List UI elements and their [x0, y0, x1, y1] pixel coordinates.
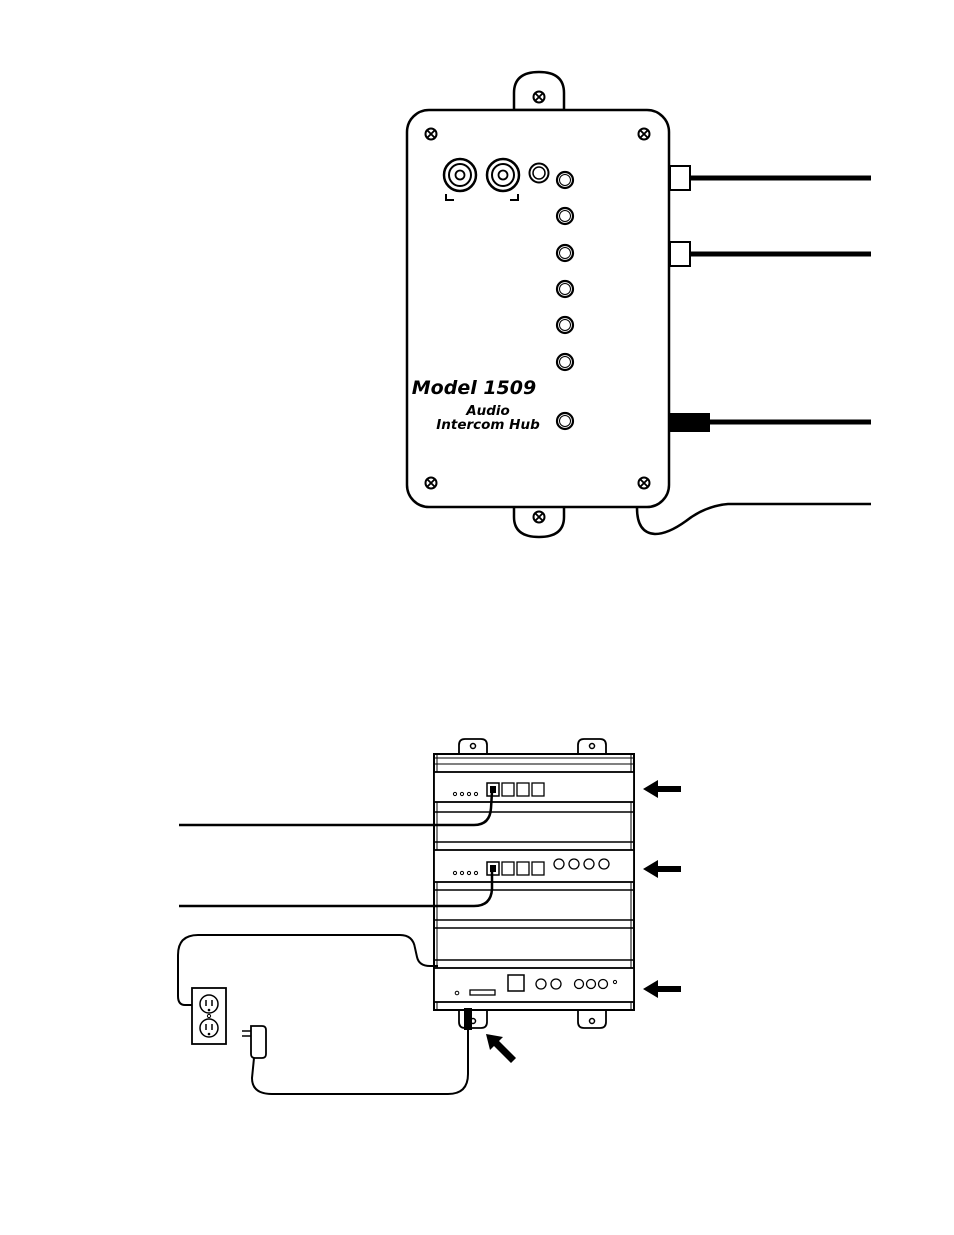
jack-icon	[557, 354, 573, 370]
jack-icon	[557, 208, 573, 224]
jack-icon	[557, 172, 573, 188]
cable-connector-2	[670, 242, 871, 266]
enclosure-mount-tab	[578, 1010, 606, 1028]
jack-icon	[557, 413, 573, 429]
hub-unit: Model 1509 Audio Intercom Hub	[407, 72, 871, 537]
jack-icon	[557, 245, 573, 261]
cable-bottom	[637, 504, 871, 534]
jack-icon	[557, 281, 573, 297]
mini-jack-icon	[530, 164, 549, 183]
power-plug	[464, 1008, 472, 1030]
module-3	[434, 968, 634, 1002]
screw-icon	[534, 92, 545, 103]
jack-icon	[557, 317, 573, 333]
screw-icon	[639, 478, 650, 489]
rca-jack-icon	[444, 159, 476, 191]
cable-plug-3	[670, 413, 871, 432]
enclosure-mount-tab	[578, 739, 606, 754]
power-adapter-icon	[242, 1026, 266, 1058]
screw-icon	[639, 129, 650, 140]
hub-line2-label: Intercom Hub	[436, 417, 540, 433]
arrow-up-left-icon	[486, 1034, 516, 1063]
rca-jack-icon	[487, 159, 519, 191]
cable-connector-1	[670, 166, 871, 190]
power-cord-adapter	[252, 1028, 468, 1094]
screw-icon	[426, 478, 437, 489]
screw-icon	[534, 512, 545, 523]
hub-model-label: Model 1509	[412, 377, 536, 399]
wall-outlet-icon	[192, 988, 226, 1044]
enclosure-mount-tab	[459, 739, 487, 754]
arrow-left-icon	[643, 780, 681, 798]
arrow-left-icon	[643, 980, 681, 998]
enclosure	[434, 739, 634, 1028]
enclosure-mount-tab	[459, 1010, 487, 1028]
screw-icon	[426, 129, 437, 140]
arrow-left-icon	[643, 860, 681, 878]
